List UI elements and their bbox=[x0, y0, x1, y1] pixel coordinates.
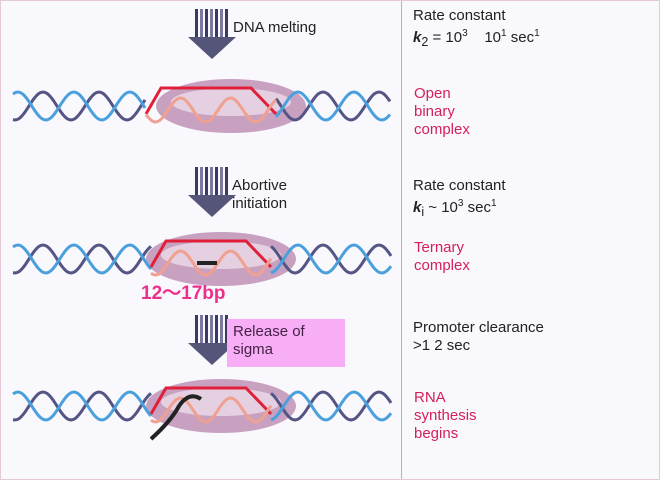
rate-unit: sec bbox=[463, 199, 491, 216]
state-line: complex bbox=[414, 121, 470, 138]
rate-value: >1 2 sec bbox=[413, 337, 471, 354]
column-divider bbox=[401, 1, 402, 479]
elongation-complex-template-strand bbox=[149, 386, 273, 416]
rate-exp: 1 bbox=[534, 28, 540, 39]
rate-title: Rate constant bbox=[413, 7, 506, 24]
elongation-complex-dna-strand bbox=[12, 390, 153, 422]
ternary-complex-template-strand bbox=[149, 239, 273, 269]
ternary-complex-highlight bbox=[161, 241, 281, 269]
open-complex-dna-strand bbox=[274, 90, 392, 122]
promoter-clearance: Promoter clearance>1 2 sec bbox=[413, 319, 544, 355]
arrow-abortive-initiation bbox=[188, 167, 236, 217]
rate-exp: 3 bbox=[457, 198, 464, 209]
transcript-length-label: 12～17bp bbox=[141, 283, 226, 304]
elongation-complex-dna-strand bbox=[270, 390, 393, 422]
open-complex-dna-strand bbox=[12, 90, 147, 122]
rate-sub: i bbox=[421, 205, 425, 219]
elongation-complex-dna-strand bbox=[270, 390, 393, 422]
elongation-complex-highlight bbox=[161, 388, 281, 416]
rate-symbol: k bbox=[413, 199, 422, 216]
state-line: Ternary bbox=[414, 239, 465, 256]
ternary-complex-dna-strand bbox=[270, 243, 393, 275]
sigma-highlight-box bbox=[227, 319, 345, 367]
elongation-complex-rna-transcript bbox=[149, 394, 203, 441]
rate-expr: = 10 bbox=[428, 29, 463, 46]
ternary-complex-dna-strand bbox=[270, 243, 393, 275]
label-line: Release of bbox=[233, 323, 305, 340]
ternary-complex-dna-strand bbox=[12, 243, 153, 275]
ternary-complex-nontemplate-strand bbox=[150, 249, 273, 277]
rate-exp: 3 bbox=[462, 28, 468, 39]
open-complex-highlight bbox=[171, 88, 291, 116]
rate-expr: ~ 10 bbox=[424, 199, 458, 216]
label-line: Abortive bbox=[232, 177, 288, 194]
state-line: begins bbox=[414, 425, 459, 442]
open-complex-dna-strand bbox=[274, 90, 392, 122]
open-complex-nontemplate-strand bbox=[144, 96, 278, 124]
arrow-dna-melting bbox=[188, 9, 236, 59]
label-dna-melting: DNA melting bbox=[233, 19, 317, 36]
rate-title: Rate constant bbox=[413, 177, 506, 194]
label-line: sigma bbox=[233, 341, 274, 358]
state-line: binary bbox=[414, 103, 455, 120]
state-line: synthesis bbox=[414, 407, 477, 424]
open-complex-dna-strand bbox=[12, 90, 147, 122]
elongation-complex-nontemplate-strand bbox=[150, 396, 273, 424]
rate-constant-ki: Rate constant ki ~ 103 sec1 bbox=[413, 177, 506, 221]
state-line: complex bbox=[414, 257, 470, 274]
rate-symbol: k bbox=[413, 29, 422, 46]
rate-constant-k2: Rate constant k2 = 103 101 sec1 bbox=[413, 7, 540, 51]
state-line: RNA bbox=[414, 389, 446, 406]
open-complex-template-strand bbox=[144, 86, 278, 116]
rate-sub: 2 bbox=[421, 35, 429, 49]
label-line: initiation bbox=[232, 195, 288, 212]
rate-unit: sec bbox=[506, 29, 535, 46]
state-line: Open bbox=[414, 85, 451, 102]
arrow-release-sigma bbox=[188, 315, 236, 365]
rate-expr: 10 bbox=[480, 29, 502, 46]
ternary-complex-dna-strand bbox=[12, 243, 152, 275]
rate-title: Promoter clearance bbox=[413, 319, 544, 336]
rate-exp: 1 bbox=[501, 28, 507, 39]
elongation-complex-dna-strand bbox=[12, 390, 152, 422]
rate-exp: 1 bbox=[490, 198, 497, 209]
